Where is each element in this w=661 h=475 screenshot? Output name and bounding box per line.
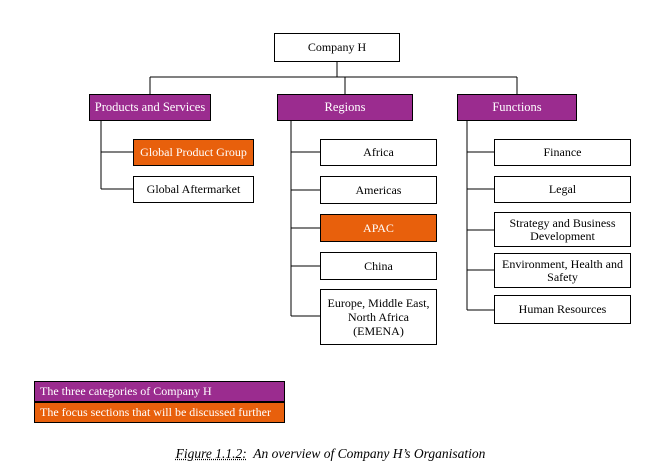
node-americas: Americas xyxy=(320,176,437,204)
figure-caption: Figure 1.1.2: An overview of Company H’s… xyxy=(0,446,661,462)
legend-categories: The three categories of Company H xyxy=(34,381,285,402)
category-functions: Functions xyxy=(457,94,577,121)
root-node: Company H xyxy=(274,33,400,62)
node-africa: Africa xyxy=(320,139,437,166)
category-regions: Regions xyxy=(277,94,413,121)
node-global-product-group: Global Product Group xyxy=(133,139,254,166)
node-global-aftermarket: Global Aftermarket xyxy=(133,176,254,203)
node-human-resources: Human Resources xyxy=(494,295,631,324)
category-products: Products and Services xyxy=(89,94,211,121)
node-finance: Finance xyxy=(494,139,631,166)
caption-label: Figure 1.1.2: xyxy=(175,446,247,461)
node-strategy: Strategy and Business Development xyxy=(494,212,631,247)
node-china: China xyxy=(320,252,437,280)
legend-focus: The focus sections that will be discusse… xyxy=(34,402,285,423)
node-emena: Europe, Middle East, North Africa (EMENA… xyxy=(320,289,437,345)
node-legal: Legal xyxy=(494,176,631,203)
caption-text: An overview of Company H’s Organisation xyxy=(253,446,486,461)
node-apac: APAC xyxy=(320,214,437,242)
node-ehs: Environment, Health and Safety xyxy=(494,253,631,288)
